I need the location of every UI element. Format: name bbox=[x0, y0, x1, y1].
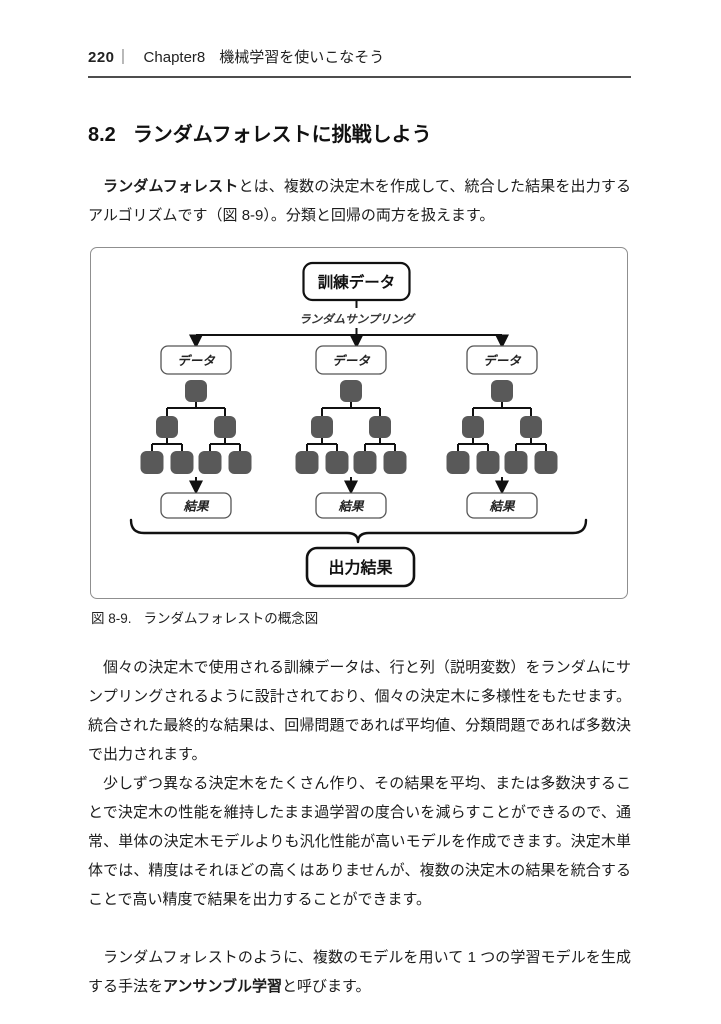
result-box-1: 結果 bbox=[160, 492, 232, 519]
training-data-label: 訓練データ bbox=[318, 273, 396, 292]
chapter-label: Chapter8 bbox=[143, 49, 206, 66]
paragraph-sampling: 個々の決定木で使用される訓練データは、行と列（説明変数）をランダムにサンプリング… bbox=[88, 659, 631, 763]
chapter-title: 機械学習を使いこなそう bbox=[219, 49, 385, 66]
term-ensemble-learning: アンサンブル学習 bbox=[163, 978, 282, 995]
header-rule bbox=[88, 76, 631, 78]
data-label-1: データ bbox=[177, 354, 216, 368]
paragraph-intro: ランダムフォレストとは、複数の決定木を作成して、統合した結果を出力するアルゴリズ… bbox=[88, 172, 631, 230]
section-heading: 8.2 ランダムフォレストに挑戦しよう bbox=[88, 118, 631, 147]
decision-tree-3 bbox=[447, 380, 558, 484]
result-label-1: 結果 bbox=[182, 500, 210, 514]
random-sampling-label: ランダムサンプリング bbox=[299, 312, 416, 326]
decision-tree-2 bbox=[296, 380, 407, 484]
result-label-2: 結果 bbox=[337, 500, 365, 514]
output-result-label: 出力結果 bbox=[328, 558, 392, 577]
output-result-box: 出力結果 bbox=[305, 546, 416, 588]
running-header: 220｜ Chapter8 機械学習を使いこなそう bbox=[88, 0, 631, 67]
data-label-2: データ bbox=[332, 354, 371, 368]
paragraph-ensemble-post: と呼びます。 bbox=[281, 978, 371, 995]
random-forest-diagram: 訓練データ ランダムサンプリング データ データ bbox=[90, 247, 628, 599]
data-box-2: データ bbox=[315, 345, 387, 375]
figure-8-9: 訓練データ ランダムサンプリング データ データ bbox=[88, 247, 631, 627]
page-number: 220 bbox=[88, 49, 115, 66]
section-number: 8.2 bbox=[88, 124, 116, 146]
data-box-1: データ bbox=[160, 345, 232, 375]
figure-caption-label: 図 8-9. bbox=[91, 611, 132, 626]
paragraph-ensemble-pre: ランダムフォレストのように、複数のモデルを用いて 1 つの学習モデルを生成する手… bbox=[88, 949, 631, 995]
result-label-3: 結果 bbox=[488, 500, 516, 514]
term-random-forest: ランダムフォレスト bbox=[103, 178, 239, 195]
paragraph-ensemble: ランダムフォレストのように、複数のモデルを用いて 1 つの学習モデルを生成する手… bbox=[88, 943, 631, 1001]
result-box-3: 結果 bbox=[466, 492, 538, 519]
gather-brace bbox=[129, 518, 588, 544]
figure-caption: 図 8-9. ランダムフォレストの概念図 bbox=[91, 607, 631, 627]
figure-caption-text: ランダムフォレストの概念図 bbox=[143, 611, 319, 626]
training-data-box: 訓練データ bbox=[302, 261, 411, 302]
decision-tree-1 bbox=[141, 380, 252, 484]
result-box-2: 結果 bbox=[315, 492, 387, 519]
random-forest-diagram-svg: 訓練データ ランダムサンプリング データ データ bbox=[129, 261, 588, 588]
data-label-3: データ bbox=[483, 354, 522, 368]
header-separator: ｜ bbox=[115, 49, 131, 66]
paragraph-generalization: 少しずつ異なる決定木をたくさん作り、その結果を平均、または多数決することで決定木… bbox=[88, 775, 631, 908]
data-box-3: データ bbox=[466, 345, 538, 375]
section-title: ランダムフォレストに挑戦しよう bbox=[132, 124, 432, 146]
paragraph-intro-text: とは、複数の決定木を作成して、統合した結果を出力するアルゴリズムです（図 8-9… bbox=[88, 178, 631, 224]
